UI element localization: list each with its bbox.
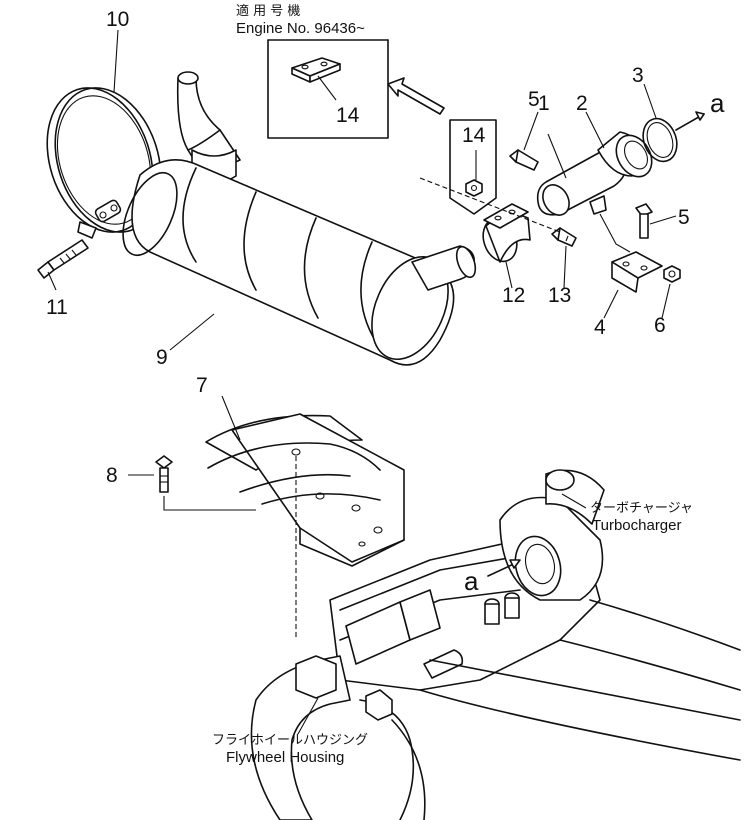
connection-mark-a-turbo: a bbox=[464, 566, 479, 596]
callout-3: 3 bbox=[632, 64, 644, 87]
callout-13: 13 bbox=[548, 284, 571, 307]
gasket-ring bbox=[642, 117, 678, 163]
inset-bracket-plate bbox=[291, 57, 341, 83]
callout-7: 7 bbox=[196, 374, 208, 397]
turbo-arrowhead bbox=[509, 559, 521, 569]
callout-2: 2 bbox=[576, 92, 588, 115]
clamp-bolt bbox=[551, 227, 577, 247]
pipe-clamp bbox=[482, 203, 531, 263]
bracket-nut-panel bbox=[449, 119, 497, 215]
callout-9: 9 bbox=[156, 346, 168, 369]
callout-10: 10 bbox=[106, 8, 129, 31]
muffler bbox=[122, 71, 477, 366]
applicability-jp-label: 適 用 号 機 bbox=[236, 3, 300, 19]
turbocharger-label: Turbocharger bbox=[592, 517, 682, 534]
leader-lines bbox=[47, 29, 677, 735]
connection-mark-a-right: a bbox=[710, 88, 725, 118]
callout-14: 14 bbox=[462, 124, 486, 147]
reference-arrow bbox=[387, 77, 445, 115]
exhaust-pipe bbox=[536, 148, 628, 216]
inset-box bbox=[267, 39, 389, 139]
mounting-bracket bbox=[599, 213, 663, 293]
flywheel-housing-label: Flywheel Housing bbox=[226, 749, 344, 766]
pipe-with-flange bbox=[597, 131, 653, 178]
bolt-right bbox=[635, 203, 653, 239]
flywheel-housing-jp-label: フライホイールハウジング bbox=[212, 733, 368, 748]
callout-12: 12 bbox=[502, 284, 525, 307]
engine-number-label: Engine No. 96436~ bbox=[236, 20, 365, 37]
callout-6: 6 bbox=[654, 314, 666, 337]
turbocharger-jp-label: ターボチャージャ bbox=[590, 501, 693, 516]
callout-1: 1 bbox=[538, 92, 550, 115]
flywheel-housing bbox=[250, 655, 741, 820]
callout-4: 4 bbox=[594, 316, 606, 339]
turbocharger bbox=[499, 469, 605, 601]
callout-14-inset: 14 bbox=[336, 104, 360, 127]
cradle-bolt bbox=[155, 455, 173, 493]
long-bolt bbox=[37, 239, 89, 279]
muffler-support-cradle bbox=[205, 413, 405, 567]
callout-11: 11 bbox=[46, 296, 68, 319]
callout-5-right: 5 bbox=[678, 206, 690, 229]
callout-8: 8 bbox=[106, 464, 118, 487]
nut bbox=[663, 265, 681, 283]
bolt-upper bbox=[509, 149, 539, 171]
callout-5-upper: 5 bbox=[528, 88, 540, 111]
